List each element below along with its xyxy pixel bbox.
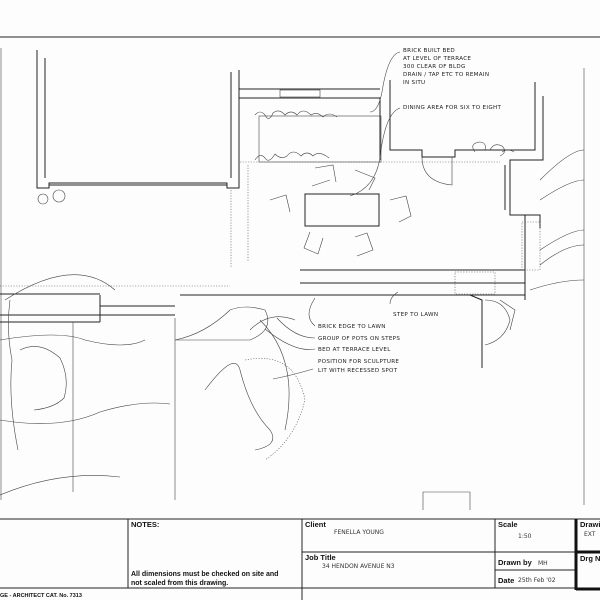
drg-no-label: Drg N	[580, 554, 600, 563]
title-block: NOTES: All dimensions must be checked on…	[0, 518, 600, 600]
annotation-text: GROUP OF POTS ON STEPS	[318, 336, 400, 342]
annotation-text: AT LEVEL OF TERRACE	[403, 56, 471, 62]
notes-line-1: All dimensions must be checked on site a…	[131, 571, 278, 578]
annotation-sculpture: POSITION FOR SCULPTURE LIT WITH RECESSED…	[272, 359, 399, 380]
job-title-value: 34 HENDON AVENUE N3	[322, 563, 395, 570]
annotation-text: BED AT TERRACE LEVEL	[318, 347, 391, 353]
annotation-dining-area: DINING AREA FOR SIX TO EIGHT	[349, 105, 501, 197]
annotation-pots: GROUP OF POTS ON STEPS	[276, 317, 400, 342]
drawn-by-label: Drawn by	[498, 558, 533, 567]
catalogue-number: GE - ARCHITECT CAT. No. 7313	[0, 593, 82, 599]
client-value: FENELLA YOUNG	[334, 529, 384, 536]
dining-table	[304, 193, 380, 227]
drawing-label: Drawi	[580, 520, 600, 529]
annotation-text: STEP TO LAWN	[393, 312, 438, 318]
drawn-by-value: MH	[538, 560, 548, 567]
notes-line-2: not scaled from this drawing.	[131, 580, 228, 587]
lawn-and-planting	[0, 149, 585, 510]
annotation-text: 300 CLEAR OF BLDG	[403, 64, 466, 70]
annotation-brick-bed: BRICK BUILT BED AT LEVEL OF TERRACE 300 …	[369, 48, 489, 113]
annotation-brick-edge: BRICK EDGE TO LAWN	[308, 297, 386, 330]
scale-value: 1:50	[518, 533, 532, 540]
left-building	[36, 50, 240, 205]
annotation-text: POSITION FOR SCULPTURE	[318, 359, 399, 365]
annotation-text: BRICK EDGE TO LAWN	[318, 324, 386, 330]
right-building	[389, 80, 544, 228]
annotation-step-to-lawn: STEP TO LAWN	[389, 291, 438, 318]
notes-label: NOTES:	[131, 520, 159, 529]
annotation-text: LIT WITH RECESSED SPOT	[318, 368, 398, 374]
brick-built-bed	[239, 88, 382, 163]
date-value: 25th Feb '02	[518, 577, 556, 584]
drawing-value: EXT	[584, 531, 596, 538]
dining-table-group	[269, 164, 412, 257]
annotation-text: IN SITU	[403, 80, 425, 86]
annotation-text: BRICK BUILT BED	[403, 48, 455, 54]
annotation-bed-terrace: BED AT TERRACE LEVEL	[264, 328, 391, 353]
date-label: Date	[498, 576, 514, 585]
job-title-label: Job Title	[305, 553, 336, 562]
client-label: Client	[305, 520, 326, 529]
terrace	[180, 161, 541, 368]
scale-label: Scale	[498, 520, 518, 529]
annotation-text: DINING AREA FOR SIX TO EIGHT	[403, 105, 501, 111]
annotation-text: DRAIN / TAP ETC TO REMAIN	[403, 72, 489, 78]
